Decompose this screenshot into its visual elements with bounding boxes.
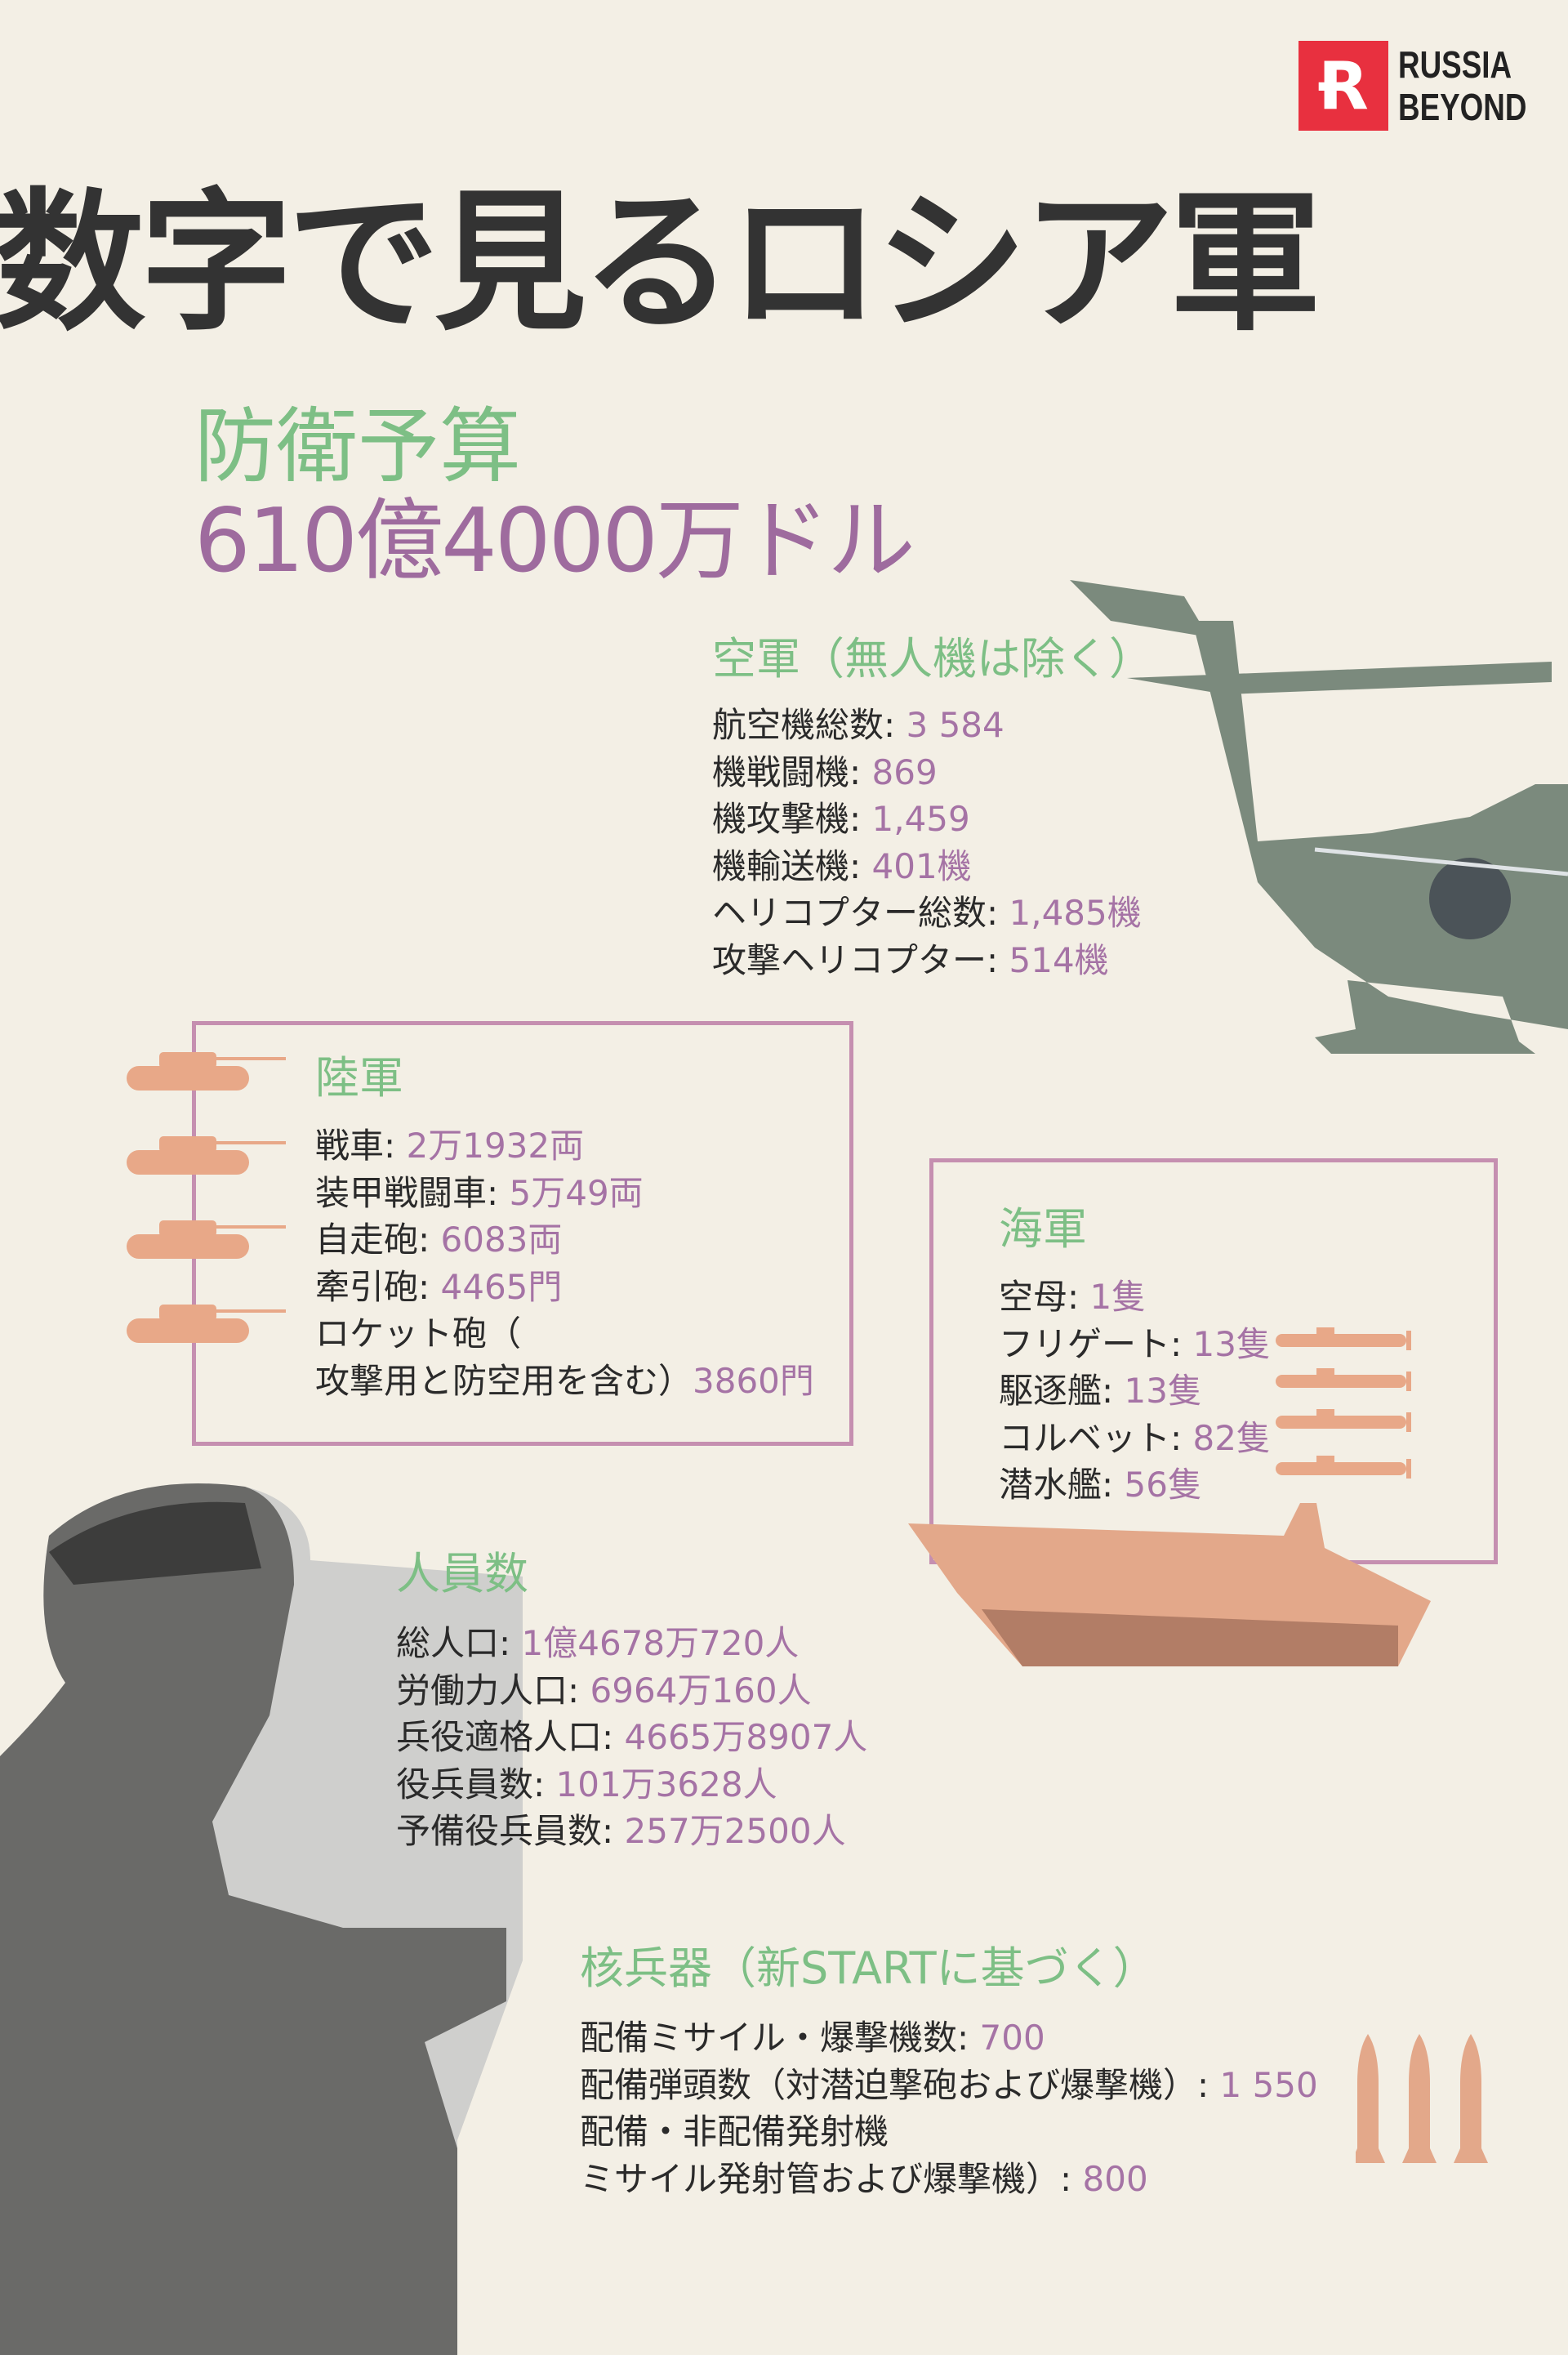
submarine-icon: [1276, 1456, 1411, 1479]
list-item: 兵役適格人口: 4665万8907人: [396, 1717, 868, 1757]
nuclear-list: 配備ミサイル・爆撃機数: 700 配備弾頭数（対潜迫撃砲および爆撃機）: 1 5…: [580, 2014, 1318, 2202]
nuclear-heading: 核兵器（新STARTに基づく）: [580, 1942, 1157, 1994]
submarine-icon: [1276, 1409, 1411, 1432]
missile-icon: [1402, 2034, 1437, 2163]
missile-icon: [1454, 2034, 1488, 2163]
page-title: 数字で見るロシア軍: [0, 174, 1321, 351]
army-section: 陸軍 戦車: 2万1932両 装甲戦闘車: 5万49両 自走砲: 6083両 牽…: [315, 1041, 814, 1404]
list-item: 自走砲: 6083両: [315, 1220, 563, 1260]
list-item: ミサイル発射管および爆撃機）: 800: [580, 2158, 1148, 2199]
soldier-image: [0, 1483, 523, 2355]
nuclear-section: 核兵器（新STARTに基づく） 配備ミサイル・爆撃機数: 700 配備弾頭数（対…: [580, 1932, 1318, 2202]
logo-mark-icon: Ɍ: [1298, 41, 1388, 131]
navy-section: 海軍 空母: 1隻 フリゲート: 13隻 駆逐艦: 13隻 コルベット: 82隻…: [999, 1193, 1271, 1509]
list-item: 牽引砲: 4465門: [315, 1266, 563, 1307]
list-item: 装甲戦闘車: 5万49両: [315, 1172, 644, 1213]
list-item: 攻撃ヘリコプター: 514機: [712, 939, 1109, 980]
list-item: 戦車: 2万1932両: [315, 1126, 585, 1166]
list-item: ヘリコプター総数: 1,485機: [712, 893, 1142, 933]
aircraft-carrier-image: [908, 1503, 1431, 1666]
list-item: 空母: 1隻: [999, 1277, 1147, 1317]
army-list: 戦車: 2万1932両 装甲戦闘車: 5万49両 自走砲: 6083両 牽引砲:…: [315, 1122, 814, 1404]
list-item: 駆逐艦: 13隻: [999, 1371, 1202, 1411]
list-item: コルベット: 82隻: [999, 1417, 1271, 1458]
air-force-section: 空軍（無人機は除く） 航空機総数: 3 584 機戦闘機: 869 機攻撃機: …: [712, 622, 1153, 983]
list-item: 予備役兵員数: 257万2500人: [396, 1811, 846, 1851]
personnel-section: 人員数 総人口: 1億4678万720人 労働力人口: 6964万160人 兵役…: [396, 1537, 867, 1855]
tank-icon: [127, 1220, 286, 1259]
air-force-list: 航空機総数: 3 584 機戦闘機: 869 機攻撃機: 1,459 機輸送機:…: [712, 702, 1153, 983]
list-item: 機戦闘機: 869: [712, 752, 938, 792]
tank-icon: [127, 1052, 286, 1091]
list-item: フリゲート: 13隻: [999, 1323, 1271, 1364]
tank-icon: [127, 1136, 286, 1175]
submarine-icon: [1276, 1327, 1411, 1350]
budget-value: 610億4000万ドル: [194, 490, 915, 592]
list-item: 機輸送機: 401機: [712, 845, 972, 886]
list-item: 配備・非配備発射機: [580, 2112, 889, 2152]
personnel-heading: 人員数: [396, 1548, 528, 1599]
tank-icons: [127, 1052, 286, 1343]
submarine-icons: [1276, 1327, 1411, 1479]
missile-icon: [1356, 2034, 1385, 2163]
navy-list: 空母: 1隻 フリゲート: 13隻 駆逐艦: 13隻 コルベット: 82隻 潜水…: [999, 1273, 1271, 1509]
personnel-list: 総人口: 1億4678万720人 労働力人口: 6964万160人 兵役適格人口…: [396, 1620, 867, 1855]
submarine-icon: [1276, 1368, 1411, 1391]
list-item: ロケット砲（: [315, 1314, 522, 1354]
list-item: 攻撃用と防空用を含む）3860門: [315, 1360, 814, 1401]
navy-heading: 海軍: [999, 1203, 1087, 1255]
list-item: 役兵員数: 101万3628人: [396, 1764, 777, 1804]
list-item: 配備弾頭数（対潜迫撃砲および爆撃機）: 1 550: [580, 2064, 1318, 2105]
army-heading: 陸軍: [315, 1052, 403, 1104]
logo-text: RUSSIA BEYOND: [1398, 43, 1527, 128]
list-item: 労働力人口: 6964万160人: [396, 1670, 812, 1710]
air-force-heading: 空軍（無人機は除く）: [712, 633, 1153, 685]
logo: Ɍ RUSSIA BEYOND: [1298, 41, 1559, 131]
list-item: 総人口: 1億4678万720人: [396, 1623, 800, 1663]
budget-label: 防衛予算: [194, 399, 521, 494]
list-item: 機攻撃機: 1,459: [712, 799, 970, 839]
list-item: 航空機総数: 3 584: [712, 705, 1004, 745]
list-item: 配備ミサイル・爆撃機数: 700: [580, 2018, 1045, 2058]
list-item: 潜水艦: 56隻: [999, 1465, 1202, 1505]
helicopter-image: [1070, 580, 1568, 1054]
missile-icons: [1356, 2034, 1488, 2163]
tank-icon: [127, 1305, 286, 1343]
